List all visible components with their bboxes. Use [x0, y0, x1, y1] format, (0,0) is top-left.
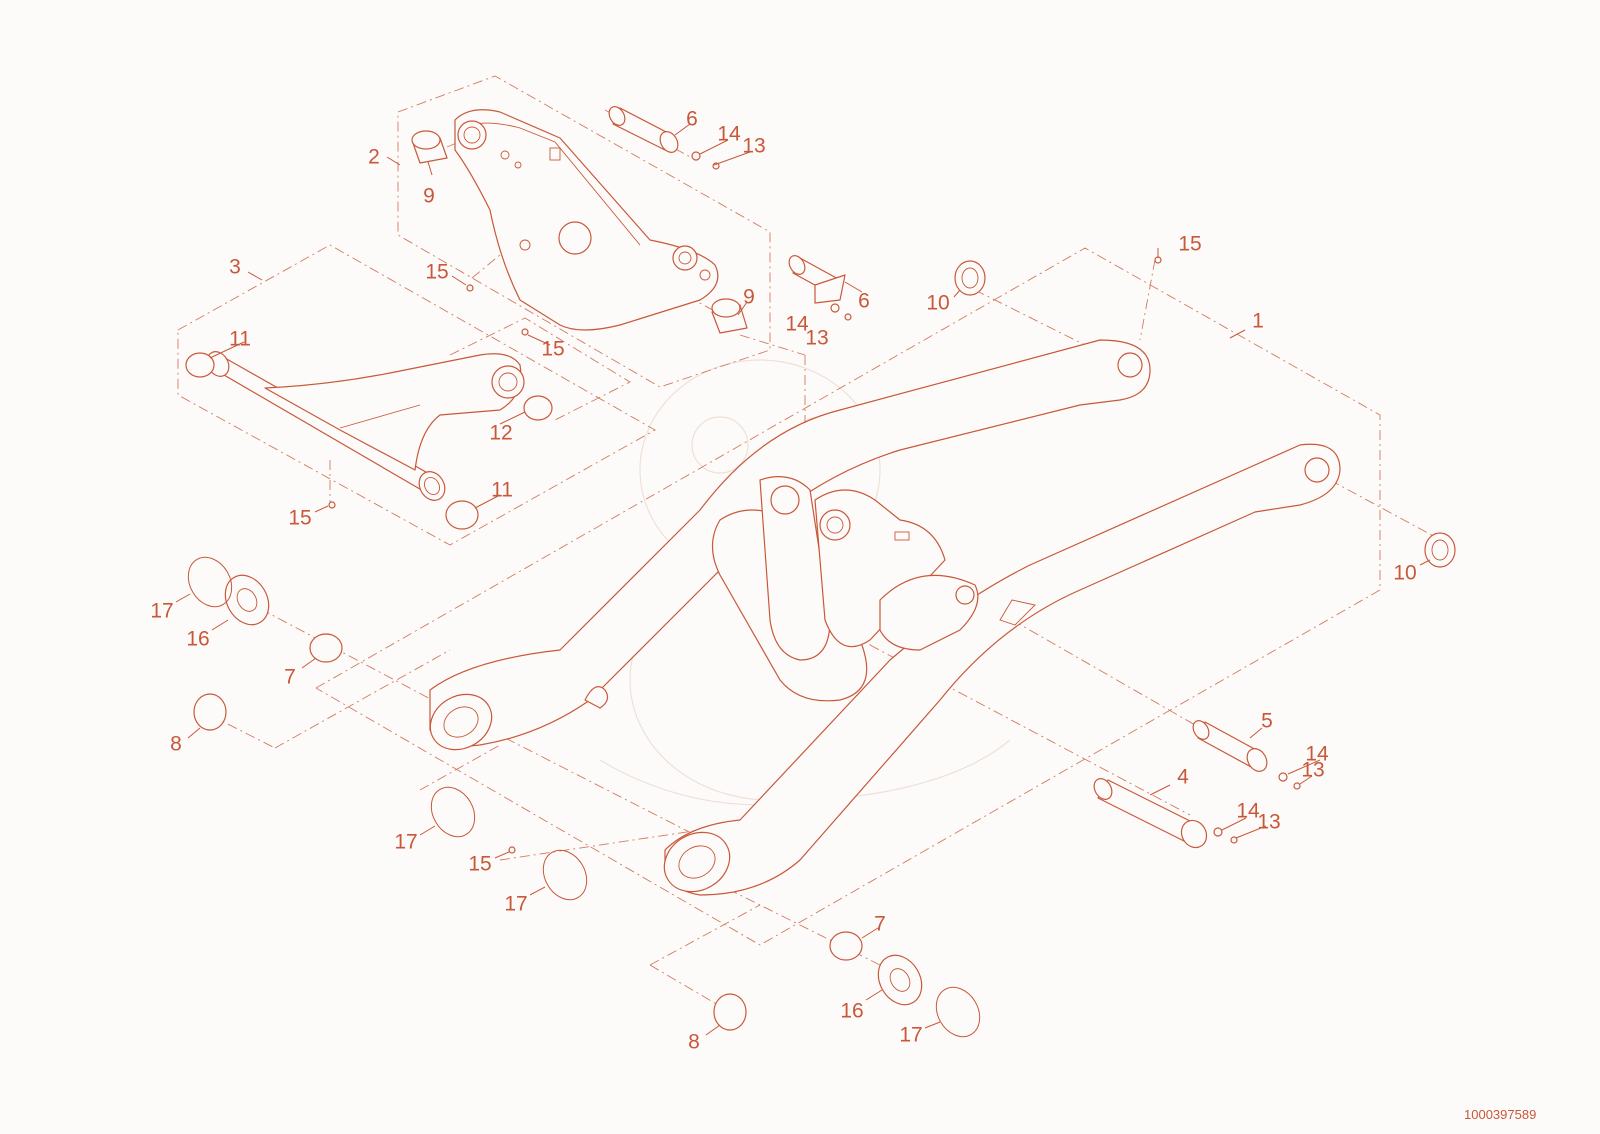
callout-label: 15 [468, 853, 491, 876]
callout-label: 17 [899, 1024, 922, 1047]
callout-label: 1 [1252, 310, 1264, 333]
pins [608, 106, 1268, 849]
callout-label: 12 [489, 422, 512, 445]
callout-label: 11 [491, 479, 513, 502]
callout-label: 4 [1177, 766, 1189, 789]
callout-label: 15 [1178, 233, 1201, 256]
callout-label: 6 [858, 290, 870, 313]
callout-label: 17 [150, 600, 173, 623]
callout-label: 2 [368, 146, 380, 169]
document-number: 1000397589 [1464, 1107, 1536, 1122]
callout-label: 5 [1261, 710, 1273, 733]
callout-label: 8 [170, 733, 182, 756]
callout-label: 8 [688, 1031, 700, 1054]
callout-label: 6 [686, 108, 698, 131]
callout-label: 14 [717, 123, 741, 146]
callout-label: 14 [785, 313, 809, 336]
callout-label: 14 [1305, 743, 1329, 766]
callout-label: 7 [874, 913, 886, 936]
callout-label: 13 [742, 135, 765, 158]
callout-label: 7 [284, 666, 296, 689]
callout-label: 13 [1301, 759, 1324, 782]
callout-label: 16 [186, 628, 209, 651]
callout-label: 16 [840, 1000, 863, 1023]
callout-label: 11 [229, 328, 251, 351]
callout-label: 17 [504, 893, 527, 916]
callout-label: 13 [805, 327, 828, 350]
callout-label: 9 [743, 286, 755, 309]
callout-label: 13 [1257, 811, 1280, 834]
callout-label: 10 [1393, 562, 1416, 585]
callout-label: 9 [423, 185, 435, 208]
part-3-a-frame [206, 351, 525, 501]
leader-lines [175, 123, 1431, 1036]
callout-label: 14 [1236, 800, 1260, 823]
part-2-bellcrank [454, 109, 719, 331]
callout-label: 15 [425, 261, 448, 284]
callout-label: 15 [541, 338, 564, 361]
part-1-lift-arm-frame [429, 339, 1341, 896]
callout-label: 10 [926, 292, 949, 315]
callout-label: 3 [229, 256, 241, 279]
bushings-and-hardware [185, 130, 1456, 1038]
callout-label: 17 [394, 831, 417, 854]
callout-label: 15 [288, 507, 311, 530]
